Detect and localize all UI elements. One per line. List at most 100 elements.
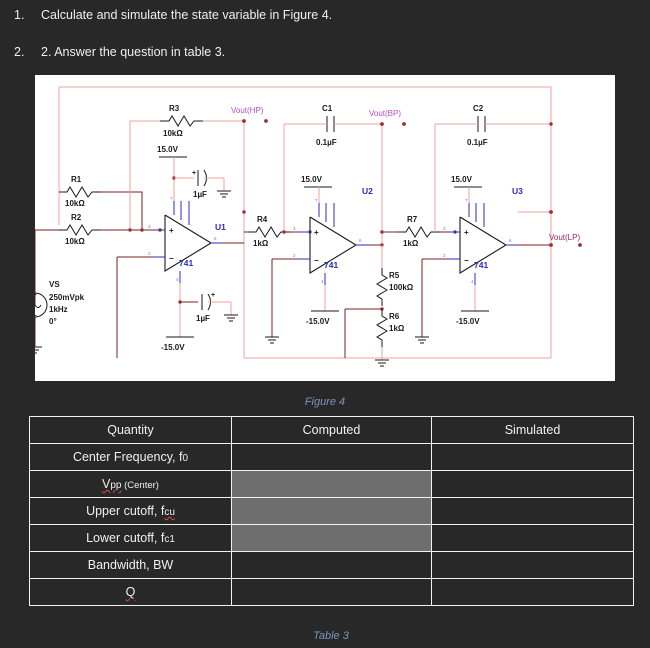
resistor-r7-symbol [398,226,440,238]
row-label-lower-cutoff: Lower cutoff, fc1 [29,524,232,552]
table-row: Center Frequency, f0 [29,443,634,471]
opamp-u2-pin6: 6 [359,238,362,243]
voltage-source-vs: + − [35,290,48,320]
figure-caption: Figure 4 [304,396,346,408]
opamp-u1-pin4: 4 [176,277,179,282]
cell-computed-upper-cutoff[interactable] [231,497,432,525]
ground-symbol [224,314,238,322]
resistor-r2-symbol [59,224,101,236]
supply-label-u2-pos: 15.0V [301,175,323,184]
component-value-r3: 10kΩ [163,129,183,138]
ground-symbol [217,190,231,198]
table-row: Vpp (Center) [29,470,634,498]
opamp-u1-part: 741 [179,258,193,268]
component-label-c1: C1 [322,104,333,113]
cell-computed-lower-cutoff[interactable] [231,524,432,552]
supply-label-u3-neg: -15.0V [456,317,480,326]
cell-simulated-vpp-center[interactable] [431,470,634,498]
cell-simulated-upper-cutoff[interactable] [431,497,634,525]
cell-computed-bandwidth[interactable] [231,551,432,579]
opamp-u1-pin7: 7 [170,196,173,201]
opamp-u2-part: 741 [324,260,338,270]
row-label-upper-cutoff: Upper cutoff, fcu [29,497,232,525]
capacitor-cf1-value: 1µF [193,190,207,199]
opamp-u2-pin7: 7 [315,198,318,203]
node-marker-hp [264,119,268,123]
resistor-r4-symbol [248,226,290,238]
results-table: Quantity Computed Simulated Center Frequ… [29,416,634,606]
opamp-u1-ref: U1 [215,222,226,232]
resistor-r6-symbol [376,309,388,347]
ground-symbol [265,336,279,344]
node-marker-bp [402,122,406,126]
capacitor-cf1-polarity: + [192,170,196,177]
capacitor-c2-symbol [477,116,486,132]
opamp-u2-pin3: 3 [293,226,296,231]
opamp-u3-pin2: 2 [443,253,446,258]
node-label-vout-lp: Vout(LP) [549,233,580,242]
capacitor-cf2-polarity: + [211,292,215,299]
row-label-subscript: 0 [182,453,189,464]
question-text: 2. Answer the question in table 3. [41,45,226,59]
figure-4-schematic: R1 10kΩ R2 10kΩ R3 10kΩ Vout(HP) + − [35,75,615,381]
component-value-r5: 100kΩ [389,283,414,292]
supply-label-u3-pos: 15.0V [451,175,473,184]
component-label-r3: R3 [169,104,180,113]
row-label-bandwidth: Bandwidth, BW [29,551,232,579]
node-dot-bp [380,122,384,126]
row-label-subscript: pp [110,480,122,491]
opamp-u2-ref: U2 [362,186,373,196]
row-label-center-frequency: Center Frequency, f0 [29,443,232,471]
cell-computed-vpp-center[interactable] [231,470,432,498]
vs-name: VS [49,280,60,289]
component-label-r5: R5 [389,271,400,280]
cell-computed-q[interactable] [231,578,432,606]
cell-simulated-bandwidth[interactable] [431,551,634,579]
component-label-r2: R2 [71,213,82,222]
ground-symbol [415,336,429,344]
question-number: 1. [14,8,25,22]
vs-amplitude: 250mVpk [49,293,85,302]
opamp-u3-ref: U3 [512,186,523,196]
ground-symbol [375,359,389,367]
supply-label-u2-neg: -15.0V [306,317,330,326]
table-caption: Table 3 [313,630,349,642]
junction-dot [282,230,286,234]
component-label-r4: R4 [257,215,268,224]
opamp-u1: + − 3 2 6 7 4 741 U1 [148,196,226,283]
cell-simulated-lower-cutoff[interactable] [431,524,634,552]
junction-dot [128,228,132,232]
ground-symbol [35,346,42,354]
vs-plus: + [35,290,37,299]
row-label-text: Q [125,585,136,599]
resistor-r1-symbol [59,186,101,198]
question-item-1: 1. Calculate and simulate the state vari… [14,8,614,23]
opamp-u1-pin2: 2 [148,251,151,256]
component-label-r6: R6 [389,312,400,321]
opamp-u1-pin6: 6 [214,236,217,241]
vs-frequency: 1kHz [49,305,68,314]
table-header-quantity: Quantity [29,416,232,444]
row-label-subscript: cu [164,507,175,518]
row-label-text: Lower cutoff, f [86,531,165,545]
component-value-c1: 0.1µF [316,138,337,147]
junction-dot [549,122,553,126]
row-label-text: Upper cutoff, f [86,504,165,518]
table-row: Upper cutoff, fcu [29,497,634,525]
question-item-2: 2. 2. Answer the question in table 3. [14,45,614,60]
row-label-subscript: c1 [164,534,175,545]
row-label-vpp-center: Vpp (Center) [29,470,232,498]
row-label-text: V [102,477,111,491]
component-label-r7: R7 [407,215,418,224]
cell-simulated-q[interactable] [431,578,634,606]
cell-simulated-center-frequency[interactable] [431,443,634,471]
cell-computed-center-frequency[interactable] [231,443,432,471]
capacitor-cf2-value: 1µF [196,314,210,323]
row-label-q: Q [29,578,232,606]
row-label-text: Center Frequency, f [72,450,183,464]
table-row: Q [29,578,634,606]
opamp-u3-plus: + [464,228,469,237]
component-label-r1: R1 [71,175,82,184]
question-number: 2. [14,45,25,59]
opamp-u3-pin6: 6 [509,238,512,243]
